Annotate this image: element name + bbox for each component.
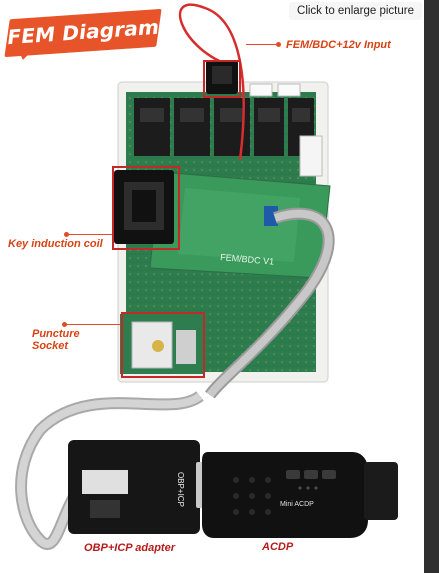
label-acdp: ACDP — [262, 541, 294, 553]
input-highlight-box — [203, 60, 241, 98]
label-key-coil: Key induction coil — [8, 238, 103, 250]
adapter-board-label: FEM/BDC V1 — [220, 252, 275, 267]
callout-line-coil — [66, 234, 112, 235]
callout-dot-socket — [62, 322, 67, 327]
diagram-title: FEM Diagram — [6, 14, 160, 50]
callout-line-input — [246, 44, 278, 45]
label-obp-adapter: OBP+ICP adapter — [84, 542, 175, 554]
enlarge-picture-link[interactable]: Click to enlarge picture — [289, 2, 422, 20]
callout-dot-input — [276, 42, 281, 47]
coil-highlight-box — [112, 166, 180, 250]
scroll-strip[interactable] — [424, 0, 439, 573]
label-socket: Socket — [32, 340, 69, 352]
label-fem-input: FEM/BDC+12v Input — [286, 39, 391, 51]
acdp-device-label: Mini ACDP — [280, 501, 314, 508]
obp-device-label: OBP+ICP — [176, 472, 185, 507]
callout-line-socket — [66, 324, 120, 325]
title-banner-tail — [13, 44, 35, 62]
socket-highlight-box — [121, 312, 205, 378]
label-puncture: Puncture — [32, 328, 80, 340]
